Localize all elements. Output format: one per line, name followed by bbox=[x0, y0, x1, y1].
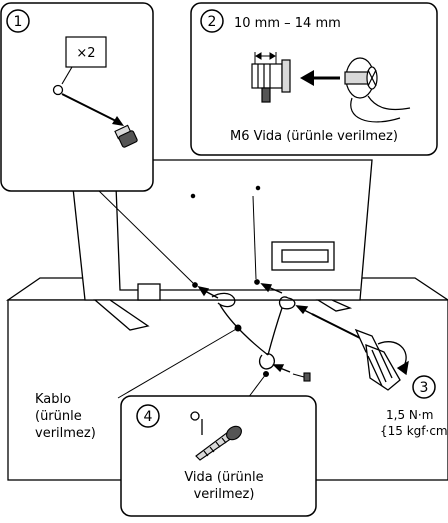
callout-step4: 4 Vida (ürünle verilmez) bbox=[121, 396, 316, 516]
screw-head bbox=[304, 373, 310, 381]
m6-screw-caption: M6 Vida (ürünle verilmez) bbox=[230, 129, 398, 144]
quantity-label: ×2 bbox=[76, 46, 95, 61]
cable-label-line1: Kablo bbox=[35, 392, 71, 407]
step-number: 1 bbox=[14, 14, 23, 30]
screw-caption-line2: verilmez) bbox=[194, 487, 255, 502]
cable-label-line3: verilmez) bbox=[35, 426, 96, 441]
step-number: 3 bbox=[420, 380, 429, 396]
tv-terminal-port bbox=[282, 250, 328, 262]
tv-mount-hole-left bbox=[193, 283, 197, 287]
hole-icon bbox=[191, 412, 199, 420]
leader-dot bbox=[235, 325, 241, 331]
hole-icon bbox=[54, 86, 63, 95]
screw-caption-line1: Vida (ürünle bbox=[184, 470, 263, 485]
callout-step1: 1 ×2 bbox=[1, 3, 153, 191]
torque-value: 1,5 N·m bbox=[386, 408, 433, 422]
torque-value-kgf: {15 kgf·cm} bbox=[380, 424, 448, 438]
leader-dot bbox=[264, 372, 269, 377]
tv-port bbox=[138, 284, 160, 300]
tv-hole bbox=[256, 186, 259, 189]
cable-label-line2: (ürünle bbox=[35, 409, 82, 424]
step-number: 4 bbox=[144, 409, 153, 425]
callout-step2: 2 10 mm – 14 mm bbox=[191, 3, 437, 155]
tv-hole bbox=[191, 194, 194, 197]
step-number: 2 bbox=[208, 14, 217, 30]
dimension-label: 10 mm – 14 mm bbox=[234, 16, 341, 31]
tv-mount-hole-right bbox=[255, 280, 259, 284]
